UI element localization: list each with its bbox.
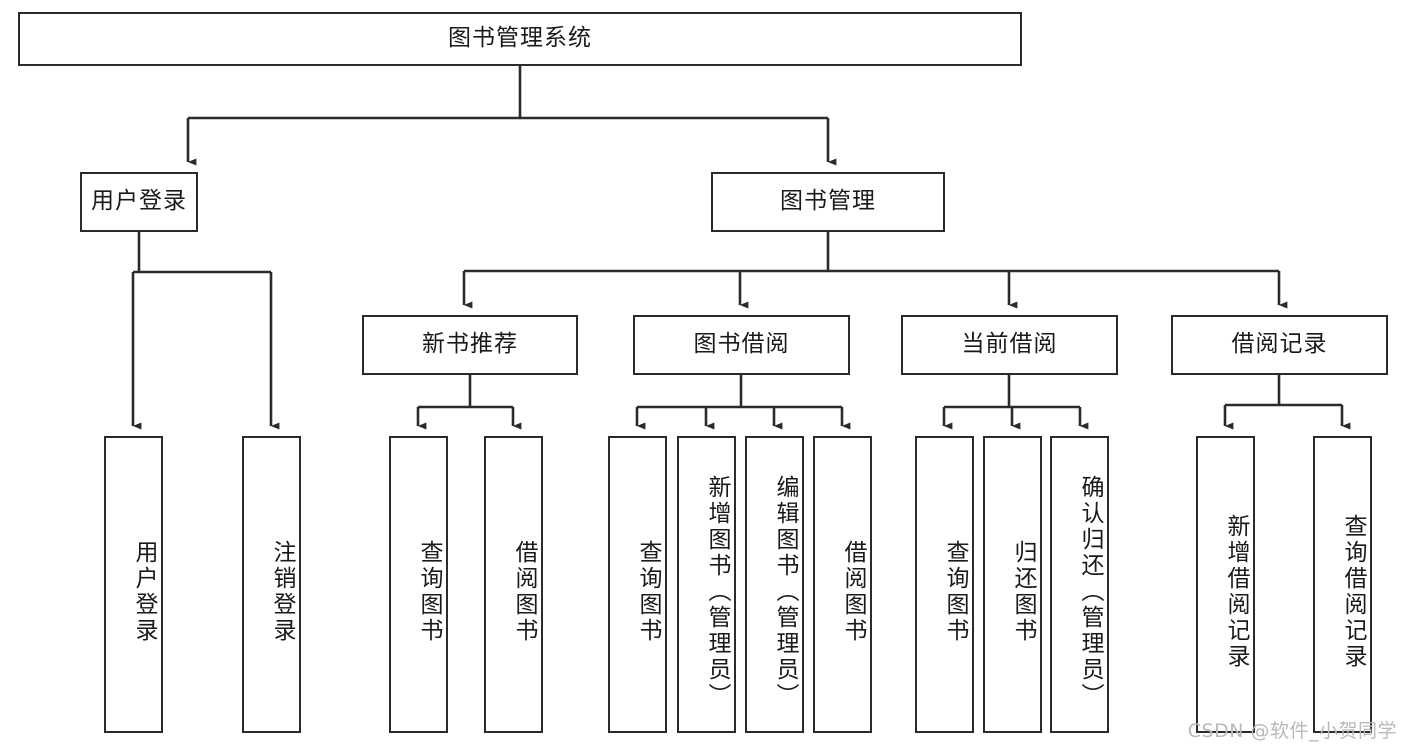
node-leaf-borrow-book-2[interactable]: 借阅图书	[813, 436, 872, 733]
node-leaf-borrow-book-2-label: 借阅图书	[840, 539, 866, 644]
node-root[interactable]: 图书管理系统	[18, 12, 1022, 66]
node-book-management-label: 图书管理	[780, 188, 876, 215]
node-leaf-query-book-2-label: 查询图书	[635, 539, 661, 644]
node-leaf-query-book-3-label: 查询图书	[942, 539, 968, 644]
node-book-management[interactable]: 图书管理	[711, 172, 945, 232]
node-leaf-add-borrow-record-label: 新增借阅记录	[1223, 513, 1249, 670]
node-leaf-return-book-label: 归还图书	[1010, 539, 1036, 644]
node-leaf-add-borrow-record[interactable]: 新增借阅记录	[1196, 436, 1255, 733]
node-current-borrow[interactable]: 当前借阅	[901, 315, 1118, 375]
node-leaf-borrow-book-1[interactable]: 借阅图书	[484, 436, 543, 733]
node-new-book-recommend[interactable]: 新书推荐	[362, 315, 578, 375]
node-leaf-query-borrow-record-label: 查询借阅记录	[1340, 513, 1366, 670]
node-leaf-query-book-1[interactable]: 查询图书	[389, 436, 448, 733]
node-leaf-query-book-1-label: 查询图书	[416, 539, 442, 644]
node-leaf-user-login[interactable]: 用户登录	[104, 436, 163, 733]
node-leaf-query-book-3[interactable]: 查询图书	[915, 436, 974, 733]
node-leaf-add-book-admin-label: 新增图书（管理员）	[704, 474, 730, 709]
node-leaf-query-book-2[interactable]: 查询图书	[608, 436, 667, 733]
node-new-book-recommend-label: 新书推荐	[422, 331, 518, 358]
node-book-borrow-label: 图书借阅	[693, 331, 790, 358]
node-leaf-confirm-return-admin[interactable]: 确认归还（管理员）	[1050, 436, 1109, 733]
node-leaf-logout[interactable]: 注销登录	[242, 436, 301, 733]
node-leaf-edit-book-admin-label: 编辑图书（管理员）	[772, 474, 798, 709]
node-leaf-return-book[interactable]: 归还图书	[983, 436, 1042, 733]
node-leaf-borrow-book-1-label: 借阅图书	[511, 539, 537, 644]
node-leaf-confirm-return-admin-label: 确认归还（管理员）	[1077, 474, 1103, 709]
node-leaf-edit-book-admin[interactable]: 编辑图书（管理员）	[745, 436, 804, 733]
node-leaf-query-borrow-record[interactable]: 查询借阅记录	[1313, 436, 1372, 733]
node-user-login-label: 用户登录	[91, 188, 187, 215]
node-borrow-record[interactable]: 借阅记录	[1171, 315, 1388, 375]
node-leaf-add-book-admin[interactable]: 新增图书（管理员）	[677, 436, 736, 733]
node-root-label: 图书管理系统	[448, 25, 592, 52]
node-leaf-logout-label: 注销登录	[269, 539, 295, 644]
node-user-login[interactable]: 用户登录	[80, 172, 198, 232]
node-current-borrow-label: 当前借阅	[961, 331, 1058, 358]
node-leaf-user-login-label: 用户登录	[131, 539, 157, 644]
node-book-borrow[interactable]: 图书借阅	[633, 315, 850, 375]
node-borrow-record-label: 借阅记录	[1231, 331, 1328, 358]
